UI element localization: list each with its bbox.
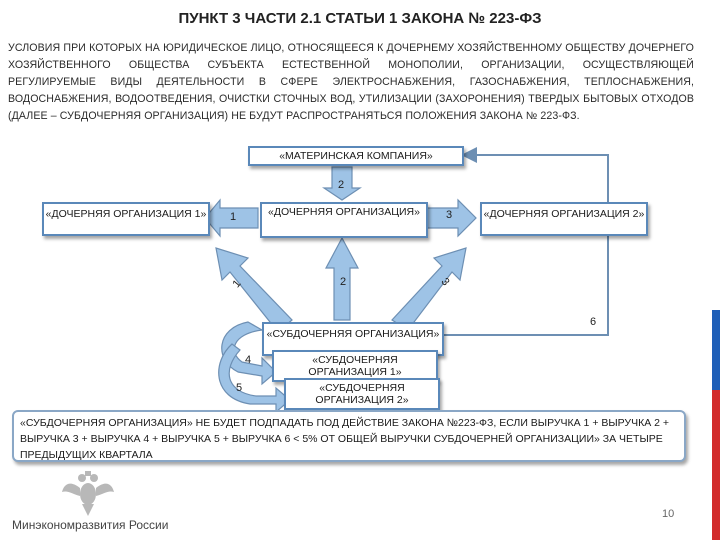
- arrow-diag-left: [215, 247, 293, 333]
- page-title: ПУНКТ 3 ЧАСТИ 2.1 СТАТЬИ 1 ЗАКОНА № 223-…: [178, 10, 542, 27]
- curve-arrow-4: [221, 321, 277, 386]
- intro-text: УСЛОВИЯ ПРИ КОТОРЫХ НА ЮРИДИЧЕСКОЕ ЛИЦО,…: [8, 42, 694, 122]
- page-number: 10: [662, 508, 675, 520]
- condition-note: «СУБДОЧЕРНЯЯ ОРГАНИЗАЦИЯ» НЕ БУДЕТ ПОДПА…: [12, 410, 686, 462]
- curve-arrow-5: [218, 343, 291, 414]
- number-curve-5: 5: [236, 382, 243, 394]
- arrow-left-1: [204, 198, 259, 238]
- parent-company-box: «МАТЕРИНСКАЯ КОМПАНИЯ»: [248, 146, 464, 166]
- number-curve-4: 4: [245, 354, 252, 366]
- ministry-name: Минэкономразвития России: [12, 518, 169, 532]
- arrow-diag-right: [391, 247, 467, 331]
- subsidiary-1-box: «ДОЧЕРНЯЯ ОРГАНИЗАЦИЯ 1»: [42, 202, 210, 236]
- arrow-top-2: [322, 166, 362, 201]
- subsidiary-box: «ДОЧЕРНЯЯ ОРГАНИЗАЦИЯ»: [260, 202, 428, 238]
- number-top: 2: [338, 179, 345, 191]
- loop-connector-6: [440, 147, 609, 336]
- subsub-2-box: «СУБДОЧЕРНЯЯ ОРГАНИЗАЦИЯ 2»: [284, 378, 440, 410]
- arrow-up-2: [325, 236, 359, 321]
- number-arrow-mid: 2: [340, 276, 347, 288]
- number-left: 1: [230, 211, 237, 223]
- flag-stripes: [712, 0, 720, 540]
- number-right: 3: [446, 209, 453, 221]
- number-loop: 6: [590, 316, 597, 328]
- russian-eagle-emblem-icon: [62, 471, 114, 516]
- subsidiary-2-box: «ДОЧЕРНЯЯ ОРГАНИЗАЦИЯ 2»: [480, 202, 648, 236]
